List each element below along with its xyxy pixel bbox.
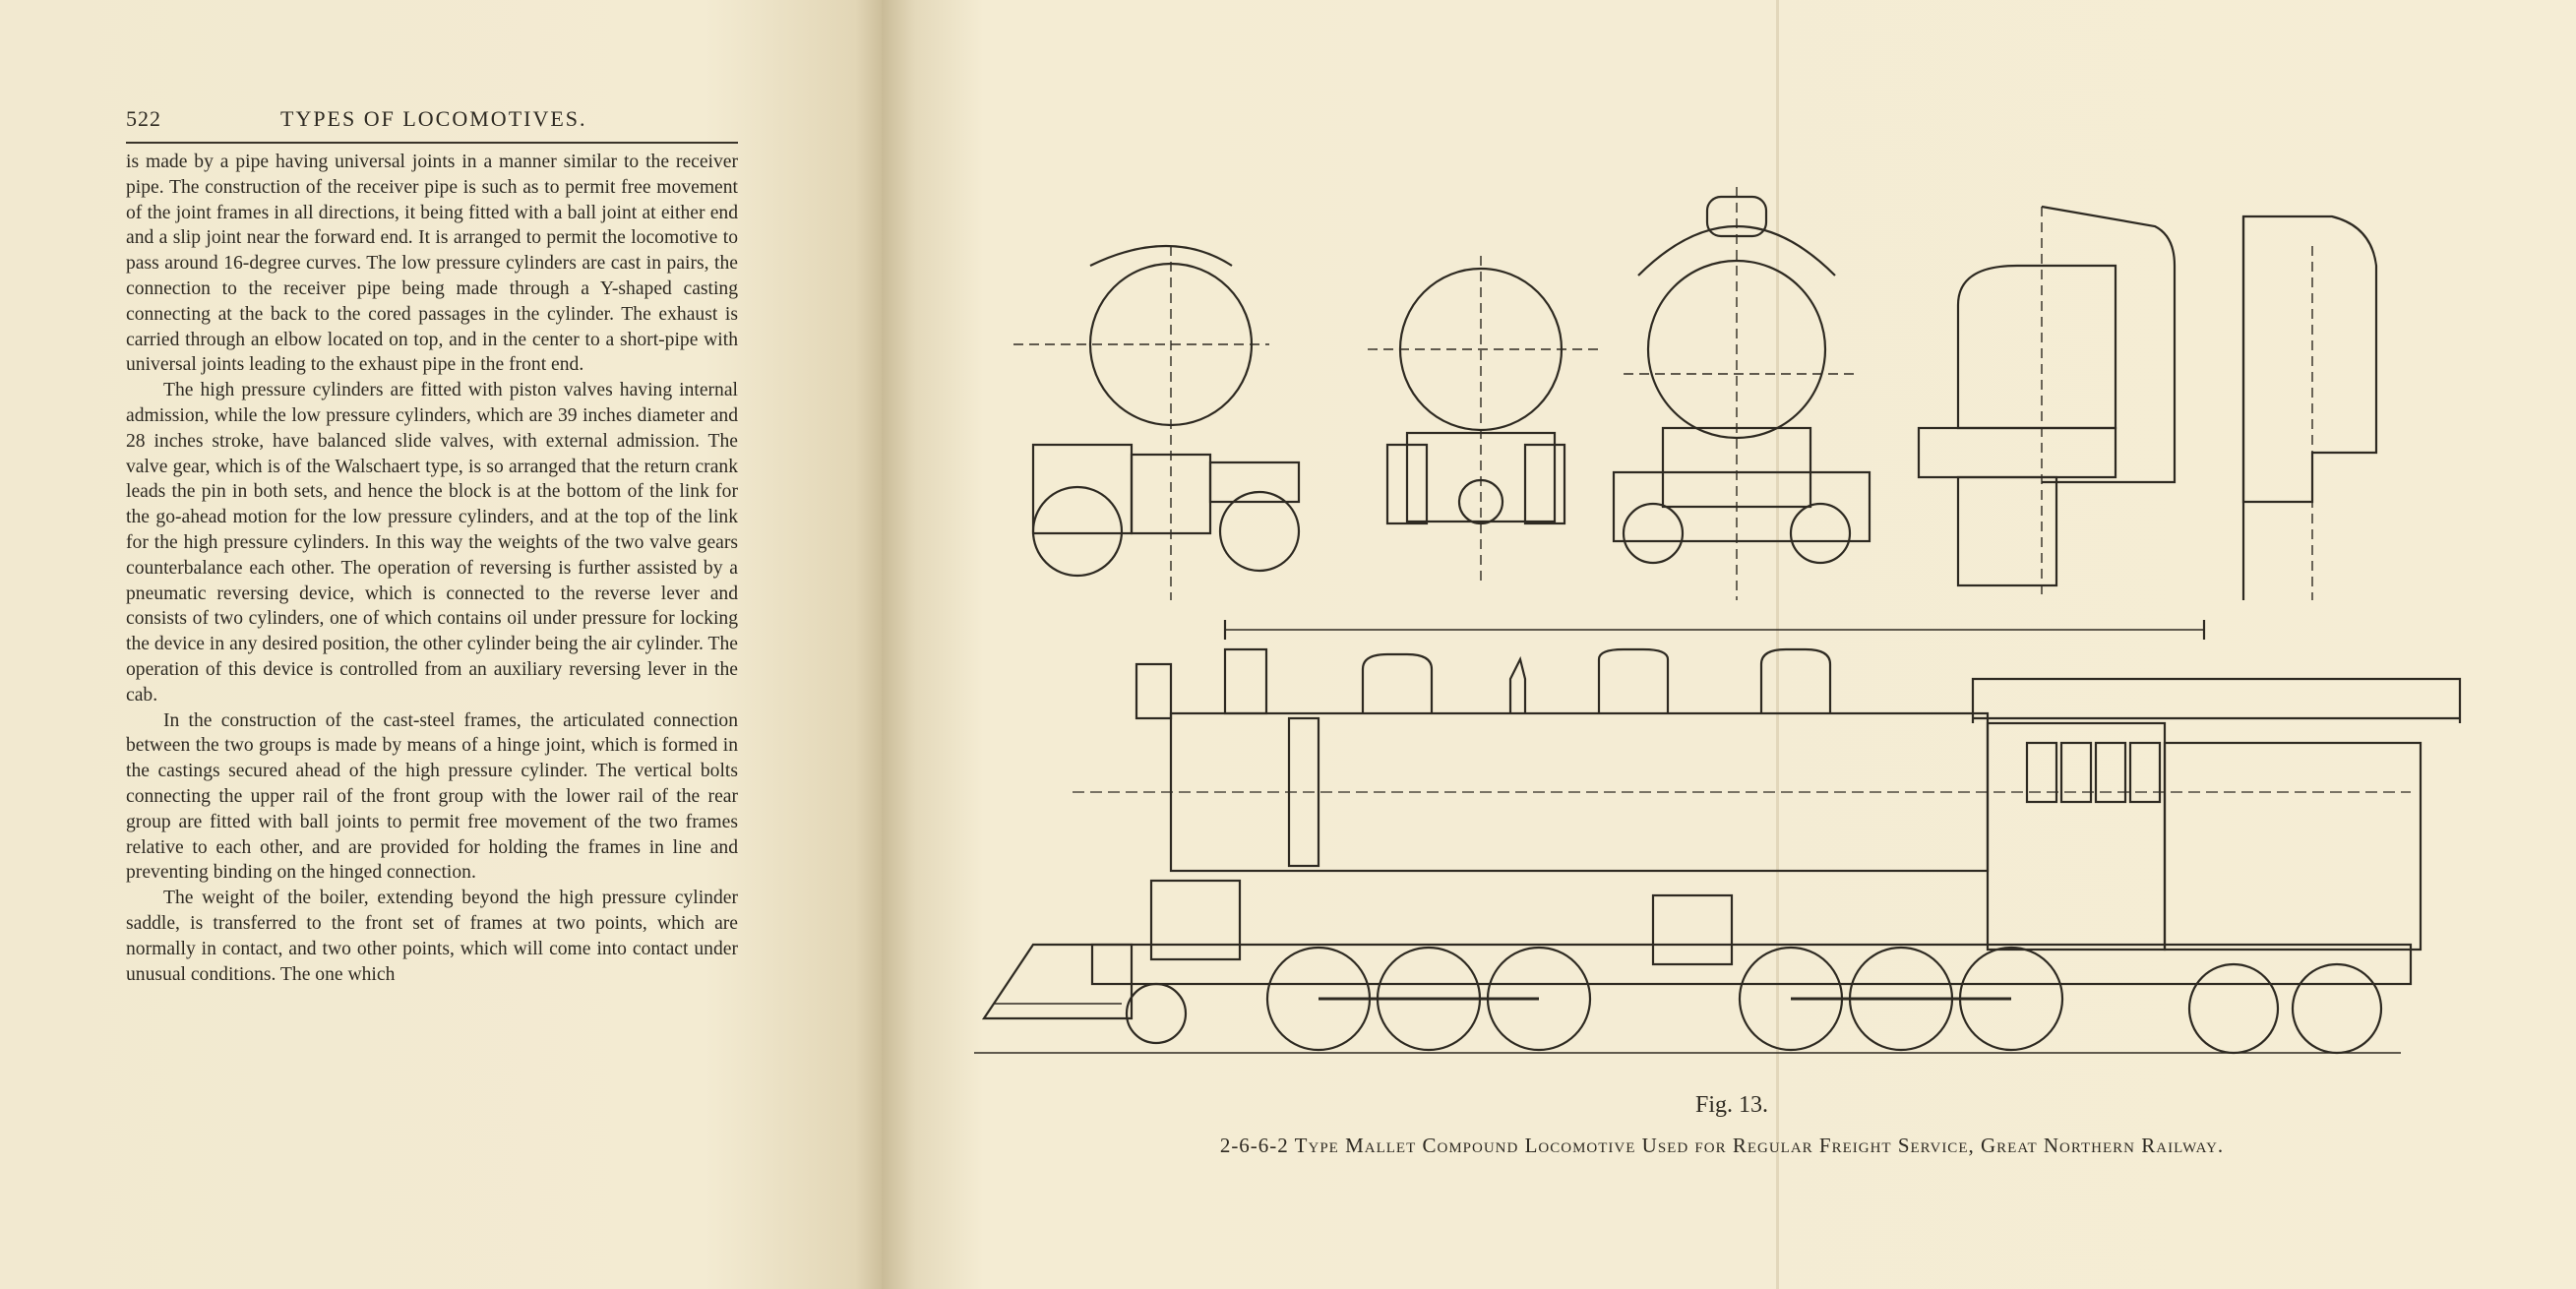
left-page: 522 TYPES OF LOCOMOTIVES. is made by a p… [0, 0, 882, 1289]
paragraph: The weight of the boiler, extending beyo… [126, 888, 738, 985]
locomotive-drawing [974, 187, 2462, 1055]
right-page [882, 0, 2576, 1289]
end-view-5 [2241, 215, 2378, 600]
paragraph: is made by a pipe having universal joint… [126, 152, 738, 376]
figure-number: Fig. 13. [1694, 1092, 1768, 1118]
end-view-2 [1368, 256, 1604, 581]
side-elevation [974, 620, 2462, 1055]
page-fold [1776, 0, 1779, 1289]
paragraph: The high pressure cylinders are fitted w… [126, 380, 738, 706]
end-view-1 [1013, 245, 1301, 600]
end-view-3 [1612, 187, 1871, 600]
paragraph: In the construction of the cast-steel fr… [126, 709, 738, 884]
figure-caption: 2-6-6-2 Type Mallet Compound Locomotive … [1219, 1134, 2225, 1157]
running-head: 522 TYPES OF LOCOMOTIVES. [126, 102, 738, 144]
body-text: is made by a pipe having universal joint… [126, 150, 738, 987]
running-title: TYPES OF LOCOMOTIVES. [280, 106, 587, 131]
end-view-4 [1917, 205, 2177, 600]
page-number: 522 [126, 106, 161, 131]
